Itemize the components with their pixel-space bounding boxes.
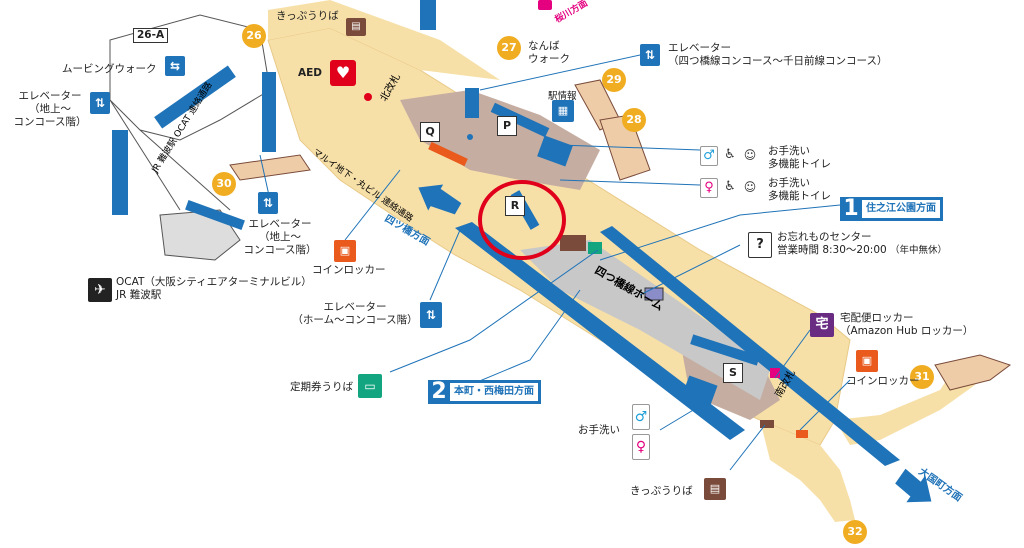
aed-dot (364, 93, 372, 101)
line2-number: 2 (428, 380, 450, 404)
teiki-marker (588, 242, 602, 254)
kippu-bottom-label: きっぷうりば (630, 485, 693, 497)
otearai-label: お手洗い (578, 424, 620, 436)
leader-lines (259, 54, 851, 471)
exit-26a-label: 26-A (133, 28, 169, 43)
corridor-line-b (139, 129, 231, 211)
baby-care-icon: ☺ (742, 146, 758, 164)
coin-locker-right-label: コインロッカー (846, 375, 920, 387)
kippu-top-label: きっぷうりば (276, 10, 339, 22)
escalator-top (420, 0, 436, 30)
female-restroom-icon-bottom: ♀ (632, 434, 650, 460)
elevator-icon-home: ⇅ (420, 302, 442, 328)
ticket-machine-icon-bottom: ▤ (704, 478, 726, 500)
station-info-icon: ▦ (552, 100, 574, 122)
info-dot (467, 134, 473, 140)
line1-direction: 1 住之江公園方面 (840, 197, 943, 221)
wheelchair-icon: ♿ (722, 146, 738, 164)
elevator-icon: ⇅ (90, 92, 110, 114)
exit-28: 28 (622, 108, 646, 132)
line2-direction: 2 本町・西梅田方面 (428, 380, 541, 404)
escalator-left (262, 72, 276, 152)
male-restroom-icon-bottom: ♂ (632, 404, 650, 430)
station-info-label: 駅情報 (548, 91, 577, 102)
track-right (600, 226, 900, 466)
elevator-mid-label: エレベーター（地上～コンコース階） (243, 218, 317, 256)
elevator-jr (112, 130, 128, 215)
track-left (455, 222, 745, 440)
takuhai-label: 宅配便ロッカー（Amazon Hub ロッカー） (840, 312, 974, 337)
platform-area (520, 240, 770, 400)
takuhai-marker (770, 368, 780, 378)
arrow-daikokucho (895, 468, 932, 503)
exit-p: P (497, 116, 517, 136)
corridor-line-a (109, 99, 181, 211)
female-restroom-icon: ♀ (700, 178, 718, 198)
exit-q: Q (420, 122, 440, 142)
west-corridor (268, 0, 500, 80)
coin-locker-marker-right (796, 430, 808, 438)
elevator-icon-mid: ⇅ (258, 192, 278, 214)
highlight-circle (478, 180, 566, 260)
line2-text: 本町・西梅田方面 (450, 383, 538, 401)
ocat-label: OCAT（大阪シティエアターミナルビル）JR 難波駅 (116, 276, 312, 301)
exit-31: 31 (910, 365, 934, 389)
aed-heart-icon: ♥ (330, 60, 356, 86)
coin-locker-icon: ▣ (334, 240, 356, 262)
commuter-pass-icon: ▭ (358, 374, 382, 398)
restroom-upper-label: お手洗い多機能トイレ (768, 145, 831, 170)
elevator-icon-top: ⇅ (640, 44, 660, 66)
minami-kaisatsu-box (560, 235, 586, 251)
restroom-lower-label: お手洗い多機能トイレ (768, 177, 831, 202)
escalator-concourse-b (490, 102, 550, 138)
elevator-left-label: エレベーター（地上～コンコース階） (13, 90, 87, 128)
escalator-concourse-a (465, 88, 479, 118)
exit-32: 32 (843, 520, 867, 544)
teiki-label: 定期券うりば (290, 381, 353, 393)
lost-center-label: お忘れものセンター営業時間 8:30～20:00 （年中無休） (777, 231, 948, 256)
baby-care-icon-2: ☺ (742, 178, 758, 196)
exit-r: R (505, 196, 525, 216)
lost-and-found-icon: ? (748, 232, 772, 258)
exit-26: 26 (242, 24, 266, 48)
stairs-31 (934, 354, 1012, 391)
escalator-s (690, 334, 760, 366)
escalator-moving-walk (154, 65, 236, 129)
elevator-top-label: エレベーター（四つ橋線コンコース～千日前線コンコース） (668, 42, 888, 67)
line1-text: 住之江公園方面 (862, 200, 940, 218)
concourse-floor (400, 90, 600, 190)
moving-walkway-icon: ⇆ (165, 56, 185, 76)
delivery-locker-icon: 宅 (810, 313, 834, 337)
elevator-home-label: エレベーター（ホーム～コンコース階） (292, 301, 418, 326)
south-corridor (760, 420, 855, 522)
stairs-30 (229, 154, 311, 181)
exit-29: 29 (602, 68, 626, 92)
exit-s: S (723, 363, 743, 383)
line1-number: 1 (840, 197, 862, 221)
jr-corridor (109, 14, 271, 141)
kippu-marker-bottom (760, 420, 774, 428)
restroom-block-lower (682, 375, 718, 405)
escalator-bottom (185, 200, 245, 230)
aed-label: AED (298, 67, 323, 79)
exit-27: 27 (497, 36, 521, 60)
male-restroom-icon: ♂ (700, 146, 718, 166)
namba-walk-label: なんばウォーク (528, 40, 570, 65)
moving-walk-label: ムービングウォーク (62, 63, 157, 75)
ticket-machine-icon: ▤ (346, 18, 366, 36)
coin-locker-icon-right: ▣ (856, 350, 878, 372)
airplane-icon: ✈ (88, 278, 112, 302)
exit-30: 30 (212, 172, 236, 196)
coin-locker-marker-left (428, 141, 468, 167)
sakuragawa-marker (538, 0, 552, 10)
restroom-block-upper (537, 135, 573, 167)
wheelchair-icon-2: ♿ (722, 178, 738, 196)
coin-locker-left-label: コインロッカー (312, 264, 386, 276)
arrow-yotsubashi (418, 184, 462, 215)
